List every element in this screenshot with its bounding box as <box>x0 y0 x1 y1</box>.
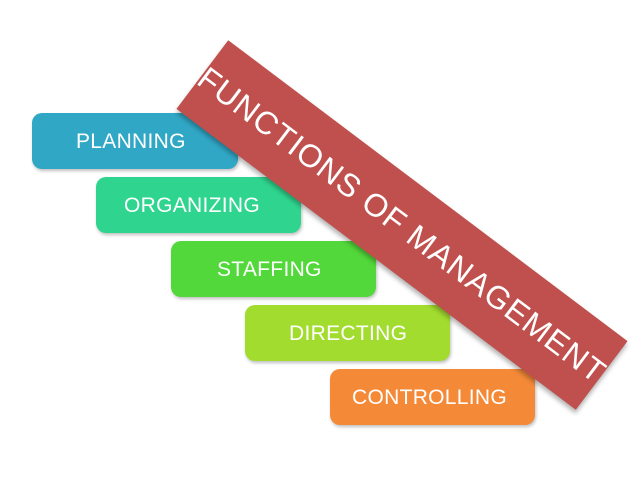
step-organizing: ORGANIZING <box>96 177 301 233</box>
step-label: DIRECTING <box>289 321 408 345</box>
step-label: CONTROLLING <box>352 385 507 409</box>
step-label: PLANNING <box>76 129 186 153</box>
step-directing: DIRECTING <box>245 305 450 361</box>
step-controlling: CONTROLLING <box>330 369 535 425</box>
step-label: STAFFING <box>217 257 322 281</box>
step-staffing: STAFFING <box>171 241 376 297</box>
step-label: ORGANIZING <box>124 193 261 217</box>
